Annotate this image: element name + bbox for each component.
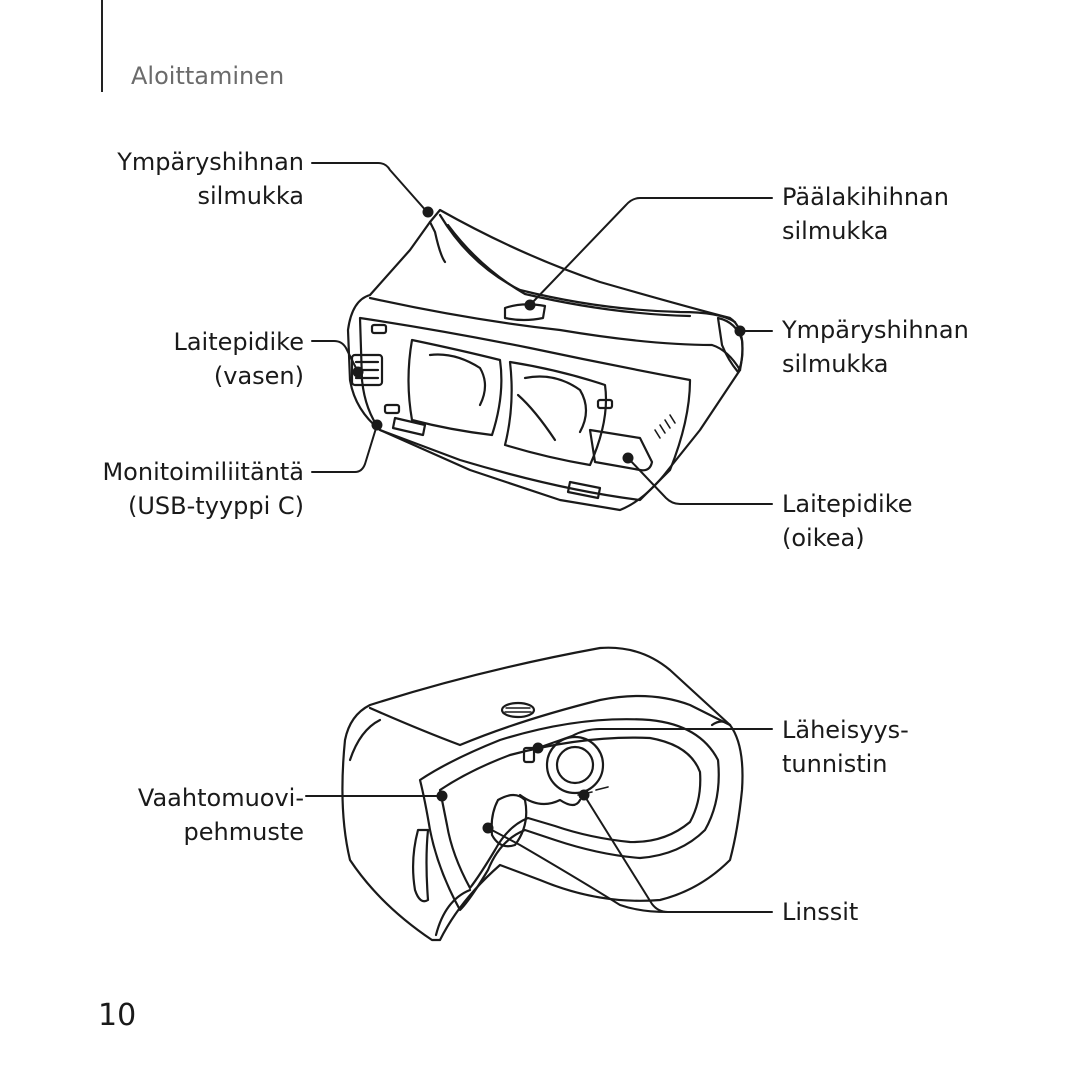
side-grip (411, 828, 430, 903)
label-top-strap-loop: Päälakihihnan silmukka (782, 183, 949, 245)
section-title: Aloittaminen (131, 62, 285, 90)
nose-bridge (518, 793, 582, 807)
dot-strap-loop-left (422, 206, 434, 218)
leader-dots (352, 206, 746, 834)
top-strap-loop-shape (503, 303, 547, 322)
leader-lenses-right (487, 827, 669, 913)
right-lens-arc (523, 375, 588, 434)
right-slot (596, 398, 614, 410)
bottom-clip (566, 480, 602, 500)
dot-strap-loop-right (734, 325, 746, 337)
left-lens-arc (428, 353, 487, 407)
leader-lines (305, 162, 773, 913)
top-face-inner (446, 223, 692, 318)
headset-face-illustration (341, 646, 744, 942)
leader-device-holder-right (627, 457, 773, 505)
face-top-ridge (368, 694, 732, 747)
right-holder (588, 428, 654, 472)
top-plate-edge (368, 296, 742, 372)
left-holder (350, 353, 384, 387)
right-side-tab (710, 720, 732, 727)
header-rule (101, 0, 103, 92)
label-lenses: Linssit (782, 898, 859, 926)
focus-wheel-ridges (504, 707, 532, 713)
right-lens (490, 793, 528, 848)
top-face-groove (438, 213, 737, 324)
usb-module (391, 416, 427, 437)
left-strap-tab (428, 220, 447, 264)
right-strap-tab (716, 316, 744, 374)
right-lens-window (503, 360, 608, 467)
dot-device-holder-right (622, 452, 634, 464)
inner-tray (358, 316, 692, 502)
dot-lenses-right (482, 822, 494, 834)
dot-usb-port (371, 419, 383, 431)
left-lens (545, 735, 605, 795)
leader-strap-loop-left (311, 162, 429, 214)
face-shell-outline (341, 646, 744, 942)
proximity-sensor-shape (522, 746, 536, 764)
page-number: 10 (98, 998, 137, 1033)
leader-proximity-sensor (537, 728, 773, 749)
dot-device-holder-left (352, 366, 364, 378)
left-lens-inner (555, 745, 595, 785)
leader-usb-port (311, 424, 378, 473)
dot-foam-cushion (436, 790, 448, 802)
dot-lenses-left (578, 789, 590, 801)
face-bottom-edge (434, 888, 472, 937)
label-foam-cushion: Vaahtomuovi- pehmuste (137, 784, 304, 846)
face-left-edge (348, 718, 382, 762)
face-opening (418, 718, 720, 912)
left-slot-2 (383, 403, 401, 415)
label-strap-loop-left: Ympäryshihnan silmukka (117, 148, 304, 210)
right-vents (654, 414, 676, 439)
foam-inner (438, 736, 702, 890)
left-slot (370, 323, 388, 335)
label-usb-port: Monitoimiliitäntä (USB-tyyppi C) (102, 458, 304, 520)
label-device-holder-left: Laitepidike (vasen) (173, 328, 304, 390)
left-lens-window (407, 338, 503, 437)
focus-wheel (500, 701, 536, 719)
dot-top-strap-loop (524, 299, 536, 311)
label-device-holder-right: Laitepidike (oikea) (782, 490, 913, 552)
dot-proximity-sensor (532, 742, 544, 754)
label-proximity-sensor: Läheisyys- tunnistin (782, 716, 909, 778)
rear-shell-outline (346, 208, 744, 512)
label-strap-loop-right: Ympäryshihnan silmukka (782, 316, 969, 378)
leader-device-holder-left (311, 340, 359, 373)
headset-rear-illustration (346, 208, 744, 512)
leader-top-strap-loop (529, 197, 773, 306)
right-lens-inner (516, 393, 557, 442)
